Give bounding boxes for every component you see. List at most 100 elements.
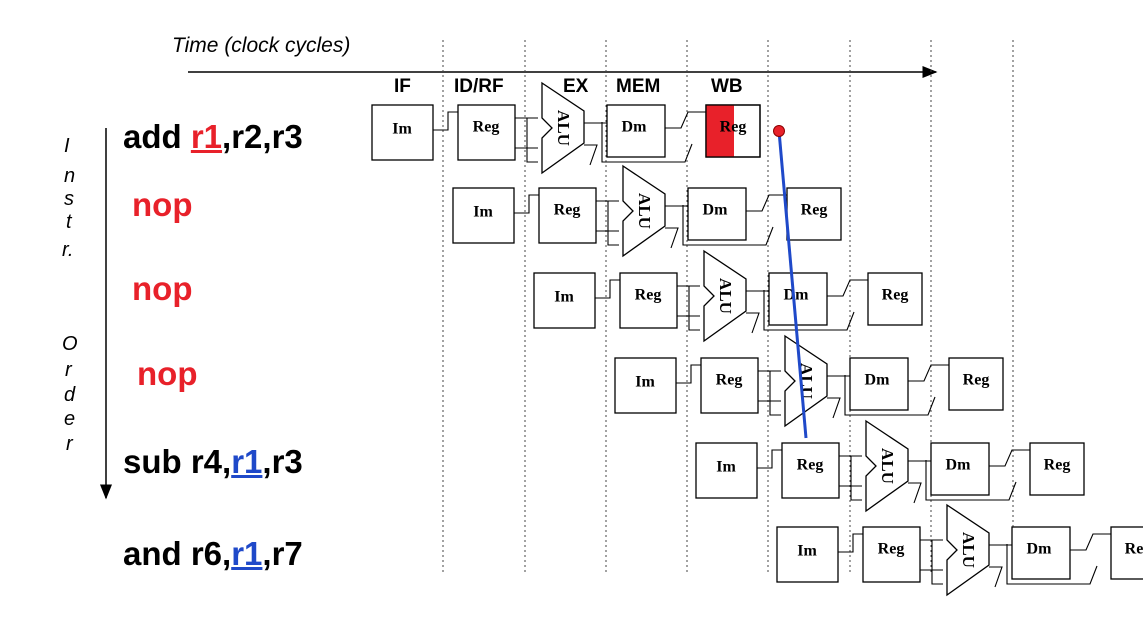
reg-label: Reg [720,119,747,136]
connector [682,205,774,246]
alu-label: ALU [554,110,573,146]
im-block [533,272,596,329]
order-axis-letter: e [64,408,76,430]
reg-label: Reg [1125,541,1143,558]
alu-block [946,503,990,597]
connector [850,456,862,501]
dm-label: Dm [1027,541,1053,558]
connector [746,194,787,212]
order-axis-letter: O [62,333,78,355]
instruction-text: and r6, [123,535,232,572]
connector [989,566,1003,588]
dm-block [606,104,666,158]
reg-read-block [862,526,921,583]
order-axis-letter: r [65,359,72,381]
alu-label: ALU [716,278,735,314]
instruction-add: add r1,r2,r3 [123,118,303,156]
connector [433,111,458,131]
alu-block [784,334,828,428]
connector [1070,533,1111,551]
connector [989,449,1030,467]
instruction-text: ,r2,r3 [222,118,303,155]
reg-label: Reg [473,119,500,136]
connector [757,449,782,469]
connector [746,312,760,334]
connector [688,286,700,331]
connector [514,194,539,214]
reg-label: Reg [716,372,743,389]
order-axis-letter: s [64,188,74,210]
instruction-text: sub r4, [123,443,232,480]
dm-label: Dm [703,202,729,219]
reg-writeback-block [1110,526,1143,580]
instruction-nop-1: nop [132,186,193,223]
dm-label: Dm [784,287,810,304]
connector [595,279,620,299]
dm-label: Dm [622,119,648,136]
im-label: Im [716,459,736,476]
register-r1: r1 [190,118,223,155]
instruction-nop-2: nop [132,270,193,307]
connector [931,540,943,585]
im-block [695,442,758,499]
connector [908,482,922,504]
im-block [371,104,434,161]
im-block [614,357,677,414]
instruction-text: add [123,118,191,155]
order-axis-letter: I [64,135,70,157]
im-label: Im [392,121,412,138]
reg-label: Reg [882,287,909,304]
connector [827,279,868,297]
connector [925,460,1017,501]
dm-block [687,187,747,241]
dm-block [768,272,828,326]
connector [763,290,855,331]
reg-write-highlight [706,105,734,157]
connector [908,364,949,382]
connector [601,122,693,163]
dependency-line [777,130,808,439]
pipeline-row: Im Reg ALU Dm Reg [371,81,761,175]
reg-read-block [619,272,678,329]
connector [844,375,936,416]
connector [769,371,781,416]
reg-writeback-block [1029,442,1085,496]
connector [676,364,701,384]
pipeline-row: Im Reg ALU Dm Reg [533,249,923,343]
reg-label: Reg [635,287,662,304]
instruction-nop-3: nop [137,355,198,392]
reg-read-block [538,187,597,244]
im-label: Im [797,543,817,560]
reg-writeback-outline [705,104,761,158]
time-axis-label: Time (clock cycles) [172,34,351,57]
reg-writeback-block [867,272,923,326]
instruction-and: and r6,r1,r7 [123,535,303,573]
dm-label: Dm [946,457,972,474]
reg-read-block [700,357,759,414]
stage-label-wb: WB [711,76,743,97]
writeback-dot [773,125,785,137]
alu-block [541,81,585,175]
stage-label-ex: EX [563,76,589,97]
connector [665,227,679,249]
alu-label: ALU [959,532,978,568]
register-r1: r1 [231,443,263,480]
im-label: Im [554,289,574,306]
dm-block [849,357,909,411]
instruction-sub: sub r4,r1,r3 [123,443,303,481]
reg-writeback-block [948,357,1004,411]
connector [1006,544,1098,585]
im-label: Im [635,374,655,391]
connector [526,118,538,163]
stage-label-id-rf: ID/RF [454,76,504,97]
order-axis-letter: n [64,165,76,187]
reg-read-block [781,442,840,499]
dm-label: Dm [865,372,891,389]
reg-label: Reg [801,202,828,219]
dm-block [1011,526,1071,580]
stage-label-if: IF [394,76,411,97]
